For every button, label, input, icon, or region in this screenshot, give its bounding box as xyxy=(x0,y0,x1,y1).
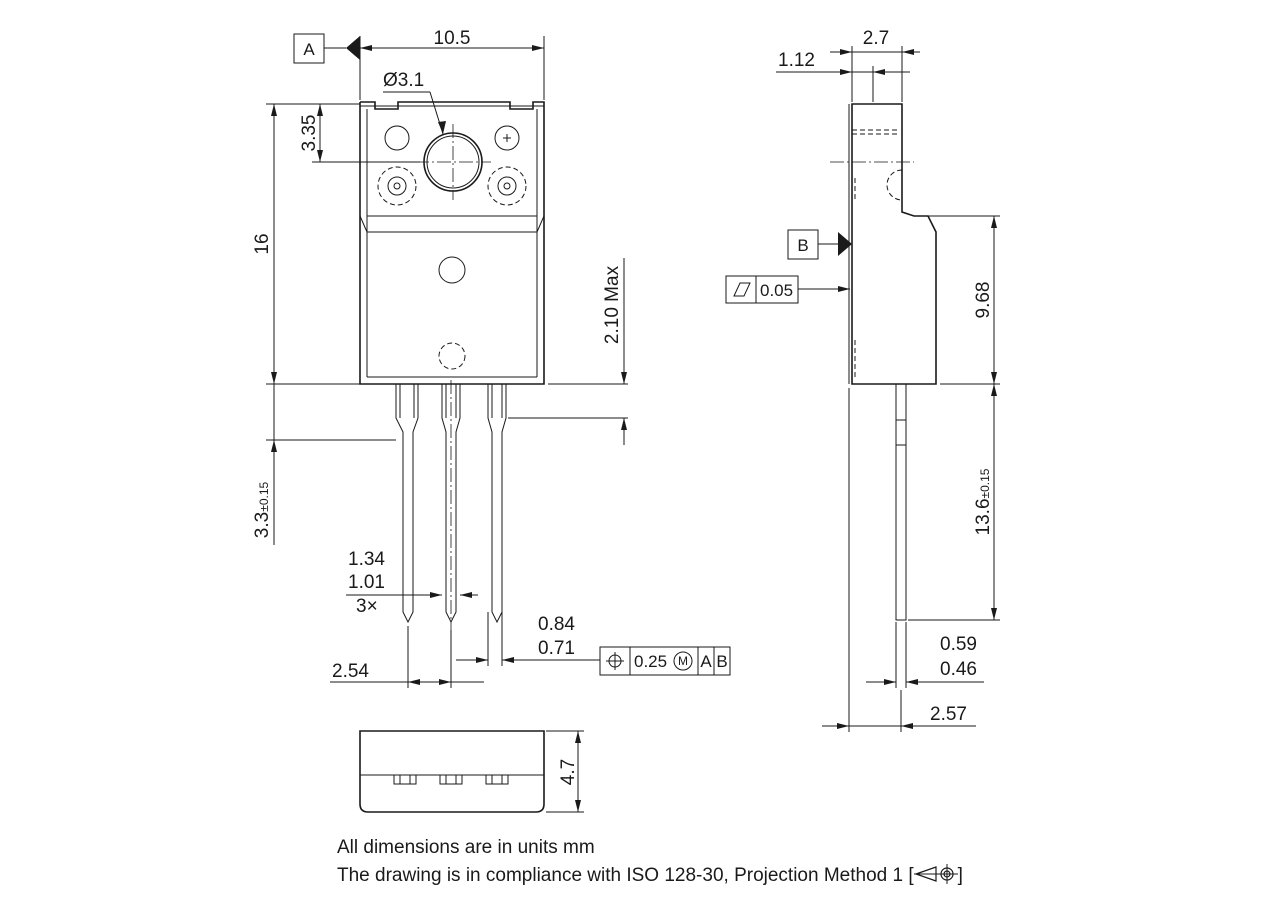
lead-offset-dim: 2.57 xyxy=(930,704,967,725)
lead-width-min-dim: 1.01 xyxy=(348,572,385,593)
thickness-dim: 2.7 xyxy=(863,28,889,49)
bottom-view: 4.7 xyxy=(359,730,584,813)
hole-offset-dim: 3.35 xyxy=(299,115,320,152)
datum-a-label: A xyxy=(303,40,315,59)
flatness-value: 0.05 xyxy=(760,281,793,300)
left-marker-circle xyxy=(384,125,410,151)
pin1-mark-circle xyxy=(438,256,466,284)
ejector-mark-right xyxy=(487,166,527,206)
datum-a-marker: A xyxy=(293,33,360,64)
position-tol-modifier: M xyxy=(678,654,688,668)
package-body-outline xyxy=(359,101,545,385)
side-lead xyxy=(895,383,907,621)
gate-mark-circle xyxy=(438,342,466,370)
first-angle-projection-icon xyxy=(913,864,958,884)
hole-diameter-dim: Ø3.1 xyxy=(383,70,424,91)
lead-count-dim: 3× xyxy=(356,596,378,617)
notes: All dimensions are in units mm The drawi… xyxy=(337,834,1237,890)
flatness-icon xyxy=(733,282,751,297)
datum-b-label: B xyxy=(797,236,808,255)
position-tol-value: 0.25 xyxy=(634,652,667,671)
body-height-dim: 9.68 xyxy=(973,282,994,319)
datum-b-marker: B xyxy=(787,229,852,260)
position-tolerance-frame: 0.25 M A B xyxy=(599,646,731,676)
compliance-end: ] xyxy=(957,865,963,886)
width-dim: 10.5 xyxy=(434,28,471,49)
lead-thk-min-dim: 0.46 xyxy=(940,659,977,680)
position-icon xyxy=(606,652,624,670)
position-tol-datum2: B xyxy=(716,652,727,671)
lead-stub-dim: 3.3±0.15 xyxy=(252,481,273,538)
compliance-note: The drawing is in compliance with ISO 12… xyxy=(337,862,1237,890)
lead-length-dim: 13.6±0.15 xyxy=(973,468,994,535)
front-view: A 10.5 Ø3.1 16 3.35 3.3±0.15 xyxy=(252,28,731,688)
leads xyxy=(395,380,507,630)
height-dim: 16 xyxy=(252,233,273,254)
units-note: All dimensions are in units mm xyxy=(337,837,595,858)
pitch-dim: 2.54 xyxy=(332,661,369,682)
max-dim: 2.10 Max xyxy=(602,265,623,344)
lead-thick-min-dim: 0.71 xyxy=(538,638,575,659)
position-tol-datum1: A xyxy=(700,652,712,671)
flatness-tolerance-frame: 0.05 xyxy=(725,275,850,304)
ejector-mark-left xyxy=(377,166,417,206)
right-marker-circle xyxy=(494,125,520,151)
side-view: 2.7 1.12 B 0.05 9.68 xyxy=(725,28,1000,732)
lead-width-max-dim: 1.34 xyxy=(348,549,385,570)
lead-thk-max-dim: 0.59 xyxy=(940,634,977,655)
lead-thick-max-dim: 0.84 xyxy=(538,614,575,635)
bottom-lead-stubs xyxy=(393,774,509,785)
tab-thickness-dim: 1.12 xyxy=(778,50,815,71)
compliance-text: The drawing is in compliance with ISO 12… xyxy=(337,865,914,886)
mmc-modifier-icon xyxy=(673,651,693,671)
depth-dim: 4.7 xyxy=(558,759,579,785)
